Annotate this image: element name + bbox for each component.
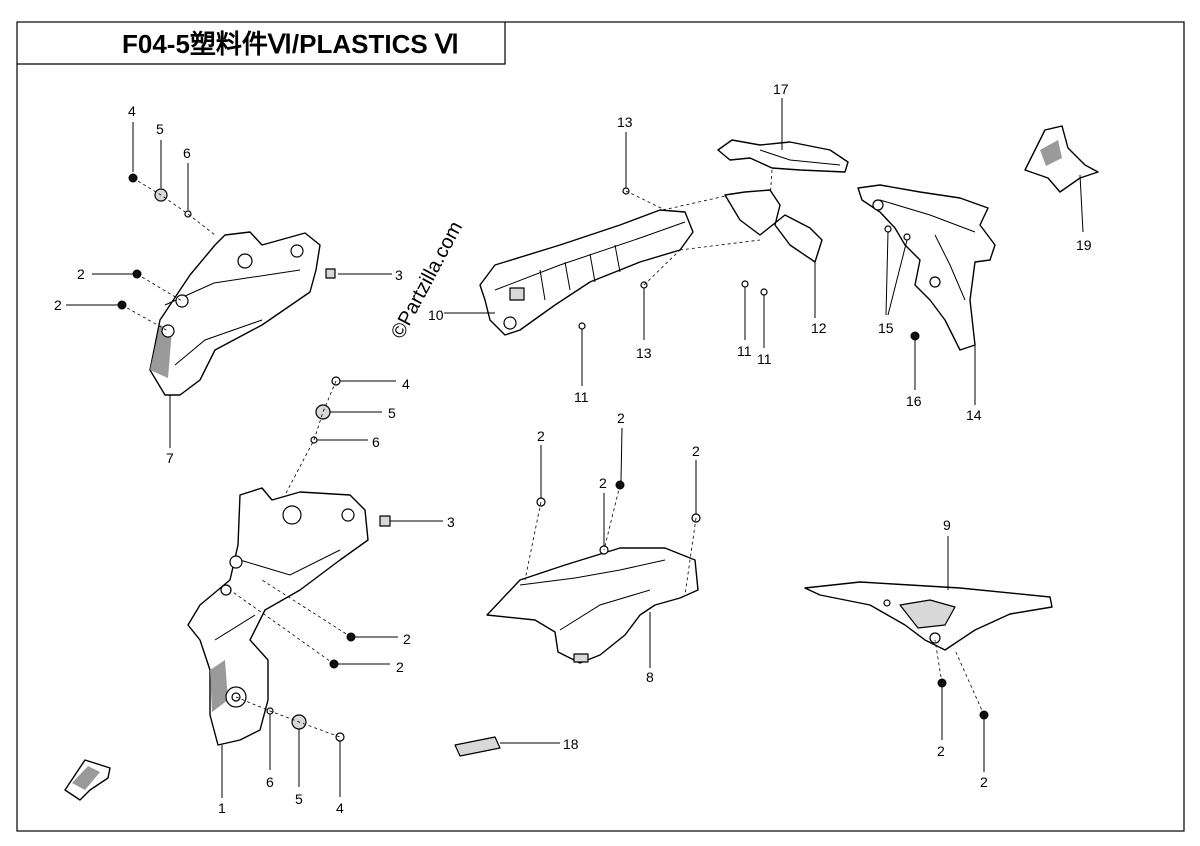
callout-13-top: 13 <box>617 114 633 130</box>
callout-5-bottom: 5 <box>295 791 303 807</box>
callout-4-bottom: 4 <box>336 800 344 816</box>
callout-5-mid: 5 <box>388 405 396 421</box>
callout-labels: 4 5 6 2 2 3 7 4 5 6 3 2 2 1 6 5 4 10 13 … <box>54 81 1092 816</box>
fwd-arrow-icon <box>64 759 111 801</box>
callout-3-mid: 3 <box>447 514 455 530</box>
callout-18: 18 <box>563 736 579 752</box>
part-18-pad[interactable] <box>454 736 501 757</box>
callout-1: 1 <box>218 800 226 816</box>
callout-11-left: 11 <box>574 389 589 405</box>
callout-10: 10 <box>428 307 444 323</box>
callout-9: 9 <box>943 517 951 533</box>
part-9-chain-guard[interactable] <box>804 581 1053 651</box>
diagram-frame <box>16 21 1185 832</box>
part-19-bracket[interactable] <box>1024 125 1099 193</box>
callout-2-i: 2 <box>937 743 945 759</box>
callout-13-bottom: 13 <box>636 345 652 361</box>
collar-6-mid[interactable] <box>310 436 318 444</box>
callout-6-bottom: 6 <box>266 774 274 790</box>
part-1-lower-side-cover[interactable] <box>187 487 369 746</box>
grommet-5-mid[interactable] <box>315 404 331 420</box>
screw-11-left[interactable] <box>578 322 586 330</box>
part-10-tail-cover[interactable] <box>479 209 694 336</box>
callout-2-j: 2 <box>980 774 988 790</box>
callout-19: 19 <box>1076 237 1092 253</box>
screw-15-a[interactable] <box>884 225 892 233</box>
callout-6-mid: 6 <box>372 434 380 450</box>
callout-2-f: 2 <box>617 410 625 426</box>
screw-16[interactable] <box>910 331 920 341</box>
callout-2-d: 2 <box>396 659 404 675</box>
callout-5-top: 5 <box>156 121 164 137</box>
callout-3-top: 3 <box>395 267 403 283</box>
callout-2-c: 2 <box>403 631 411 647</box>
callout-11-mid-a: 11 <box>737 343 752 359</box>
clip-3-mid[interactable] <box>379 515 391 527</box>
screw-15-b[interactable] <box>903 233 911 241</box>
callout-16: 16 <box>906 393 922 409</box>
callout-2-b: 2 <box>54 297 62 313</box>
callout-14: 14 <box>966 407 982 423</box>
callout-11-mid-b: 11 <box>757 351 772 367</box>
callout-2-g: 2 <box>599 475 607 491</box>
callout-7: 7 <box>166 450 174 466</box>
callout-8: 8 <box>646 669 654 685</box>
callout-2-a: 2 <box>77 266 85 282</box>
title-box <box>17 22 506 65</box>
part-17-top-cover[interactable] <box>717 139 849 173</box>
diagram-title: F04-5塑料件Ⅵ/PLASTICS Ⅵ <box>122 29 459 59</box>
leader-lines <box>66 98 1084 798</box>
bolt-4-lower[interactable] <box>335 732 345 742</box>
callout-6-top: 6 <box>183 145 191 161</box>
screw-11-mid-a[interactable] <box>741 280 749 288</box>
part-8-lower-cover[interactable] <box>486 547 699 664</box>
callout-17: 17 <box>773 81 789 97</box>
callout-4-mid: 4 <box>402 376 410 392</box>
part-12-inner-panel[interactable] <box>724 189 823 263</box>
callout-2-e: 2 <box>537 428 545 444</box>
callout-4-top: 4 <box>128 103 136 119</box>
callout-12: 12 <box>811 320 827 336</box>
clip-3-upper[interactable] <box>325 268 336 279</box>
screw-11-mid-b[interactable] <box>760 288 768 296</box>
callout-15: 15 <box>878 320 894 336</box>
callout-2-h: 2 <box>692 443 700 459</box>
part-7-upper-side-cover[interactable] <box>149 231 321 396</box>
